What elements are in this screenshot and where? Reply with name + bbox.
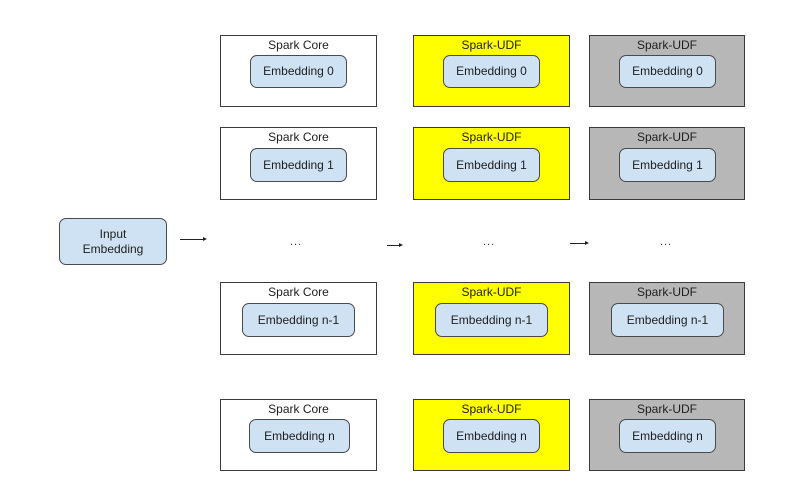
- spark-udf-title: Spark-UDF: [461, 285, 522, 299]
- spark-core-title: Spark Core: [268, 285, 329, 299]
- spark-udf-title: Spark-UDF: [636, 285, 697, 299]
- spark-core-box-n: Spark Core Embedding n: [220, 399, 377, 471]
- embedding-node: Embedding n-1: [242, 303, 355, 337]
- input-embedding-node: Input Embedding: [59, 218, 167, 265]
- spark-udf-yellow-box-n-1: Spark-UDF Embedding n-1: [413, 282, 570, 355]
- embedding-node: Embedding 0: [619, 55, 716, 88]
- spark-udf-yellow-box-0: Spark-UDF Embedding 0: [413, 35, 570, 107]
- ellipsis-udf-yellow: ...: [483, 236, 496, 248]
- spark-core-box-0: Spark Core Embedding 0: [220, 35, 377, 107]
- spark-core-title: Spark Core: [268, 130, 329, 144]
- input-embedding-label-line2: Embedding: [82, 242, 144, 256]
- spark-udf-title: Spark-UDF: [636, 130, 697, 144]
- embedding-node: Embedding 1: [250, 148, 347, 182]
- embedding-node: Embedding 1: [619, 148, 716, 182]
- spark-udf-gray-box-0: Spark-UDF Embedding 0: [589, 35, 745, 107]
- input-embedding-label-line1: Input: [99, 227, 127, 241]
- ellipsis-core: ...: [290, 236, 303, 248]
- embedding-node: Embedding n: [249, 419, 350, 453]
- spark-udf-gray-box-1: Spark-UDF Embedding 1: [589, 127, 745, 200]
- spark-udf-title: Spark-UDF: [636, 402, 697, 416]
- spark-udf-gray-box-n-1: Spark-UDF Embedding n-1: [589, 282, 745, 355]
- spark-udf-title: Spark-UDF: [636, 38, 697, 52]
- spark-udf-gray-box-n: Spark-UDF Embedding n: [589, 399, 745, 471]
- embedding-node: Embedding n: [443, 419, 540, 453]
- embedding-node: Embedding 1: [443, 148, 540, 182]
- arrow-udf-yellow-to-udf-gray: [570, 241, 589, 245]
- spark-core-title: Spark Core: [268, 38, 329, 52]
- spark-udf-yellow-box-n: Spark-UDF Embedding n: [413, 399, 570, 471]
- spark-udf-title: Spark-UDF: [461, 130, 522, 144]
- ellipsis-udf-gray: ...: [660, 236, 673, 248]
- embedding-node: Embedding n-1: [435, 303, 548, 337]
- spark-core-box-1: Spark Core Embedding 1: [220, 127, 377, 200]
- embedding-node: Embedding 0: [250, 55, 347, 88]
- spark-udf-yellow-box-1: Spark-UDF Embedding 1: [413, 127, 570, 200]
- embedding-node: Embedding n-1: [611, 303, 724, 337]
- arrow-input-to-core: [180, 237, 207, 241]
- spark-core-title: Spark Core: [268, 402, 329, 416]
- embedding-node: Embedding n: [619, 419, 716, 453]
- spark-core-box-n-1: Spark Core Embedding n-1: [220, 282, 377, 355]
- spark-udf-title: Spark-UDF: [461, 402, 522, 416]
- spark-udf-title: Spark-UDF: [461, 38, 522, 52]
- arrow-core-to-udf-yellow: [387, 243, 403, 247]
- embedding-node: Embedding 0: [443, 55, 540, 88]
